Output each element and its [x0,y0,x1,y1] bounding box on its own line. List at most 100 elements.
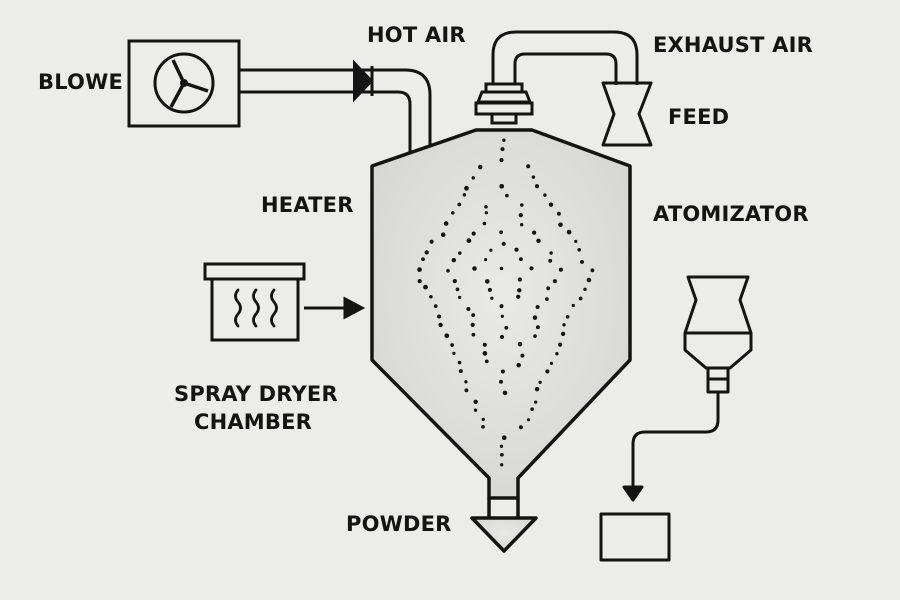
spray-droplet [484,258,488,262]
spray-droplet [499,158,504,163]
spray-droplet [499,444,504,448]
chamber-label-line1: SPRAY DRYER [174,382,338,406]
spray-droplet [464,185,469,191]
spray-droplet [500,314,504,318]
spray-droplet [520,353,525,358]
spray-droplet [517,288,522,293]
flow-arrow-icon [353,59,374,103]
spray-droplet [560,331,566,336]
spray-droplet [514,247,519,252]
spray-droplet [534,184,540,189]
powder-outlet-arrow [470,516,538,553]
spray-droplet [504,325,509,330]
spray-droplet [490,296,494,300]
spray-droplet [500,463,504,467]
spray-droplet [502,390,508,396]
spray-droplet [518,257,523,262]
spray-droplet [473,408,478,412]
spray-droplet [555,352,559,356]
nozzle-icon [474,82,534,125]
spray-droplet [526,418,531,422]
spray-droplet [499,266,504,271]
spray-droplet [417,278,422,284]
spray-droplet [556,211,561,216]
feed-label: FEED [668,105,730,129]
spray-droplet [516,294,521,299]
spray-droplet [452,278,457,284]
spray-droplet [450,343,454,347]
spray-droplet [473,399,478,404]
fan-icon [153,52,215,114]
spray-droplet [574,239,578,244]
spray-droplet [578,296,583,301]
spray-droplet [583,287,587,292]
spray-droplet [558,267,563,272]
spray-droplet [543,193,547,197]
spray-droplet [424,250,429,255]
spray-droplet [562,323,566,327]
spray-droplet [502,138,506,142]
spray-droplet [499,183,505,189]
exhaust-air-label: EXHAUST AIR [653,33,813,57]
spray-droplet [532,315,538,320]
spray-droplet [466,238,472,244]
powder-label: POWDER [346,512,452,536]
spray-droplet [531,175,536,179]
cyclone-separator [599,275,753,562]
spray-droplet [518,425,523,430]
spray-droplet [417,267,422,272]
spray-droplet [451,211,455,215]
spray-droplet [484,359,489,364]
spray-droplet [458,369,463,374]
spray-droplet [451,257,457,263]
spray-droplet [517,277,523,282]
spray-droplet [429,239,434,244]
spray-droplet [462,193,467,197]
spray-droplet [500,147,505,152]
spray-droplet [437,314,442,319]
spray-droplet [520,203,524,207]
spray-droplet [519,222,524,227]
spray-droplet [535,304,540,310]
exhaust-duct [491,30,639,85]
spray-droplet [452,351,456,356]
spray-droplets [417,138,595,467]
spray-droplet [464,388,469,393]
spray-droplet [501,435,507,441]
spray-droplet [577,247,582,252]
spray-droplet [481,424,485,429]
atomizator-label: ATOMIZATOR [653,202,809,226]
spray-droplet [545,297,549,301]
spray-droplet [484,211,488,215]
spray-droplet [481,417,486,422]
spray-droplet [440,232,446,237]
spray-droplet [534,386,540,392]
funnel-icon [601,81,653,147]
spray-droplet [484,205,488,209]
spray-droplet [552,279,557,284]
spray-droplet [558,342,563,347]
spray-droplet [444,333,450,339]
spray-droplet [548,202,554,207]
spray-droplet [438,322,443,328]
spray-droplet [499,230,503,235]
spray-droplet [472,266,477,271]
spray-droplet [549,361,554,366]
spray-droplet [464,380,468,384]
spray-droplet [457,295,462,300]
spray-droplet [545,369,550,374]
blower-label: BLOWE [38,70,123,94]
spray-droplet [535,325,540,330]
spray-droplet [530,407,534,412]
spray-droplet [471,313,476,318]
heat-waves-icon [234,288,278,328]
dryer-chamber [370,128,632,553]
spray-droplet [538,380,542,384]
chamber-label-line2: CHAMBER [193,410,313,434]
spray-droplet [423,284,428,290]
spray-droplet [500,452,504,457]
blower-unit [127,39,241,128]
spray-droplet [531,230,537,235]
spray-droplet [566,229,572,235]
